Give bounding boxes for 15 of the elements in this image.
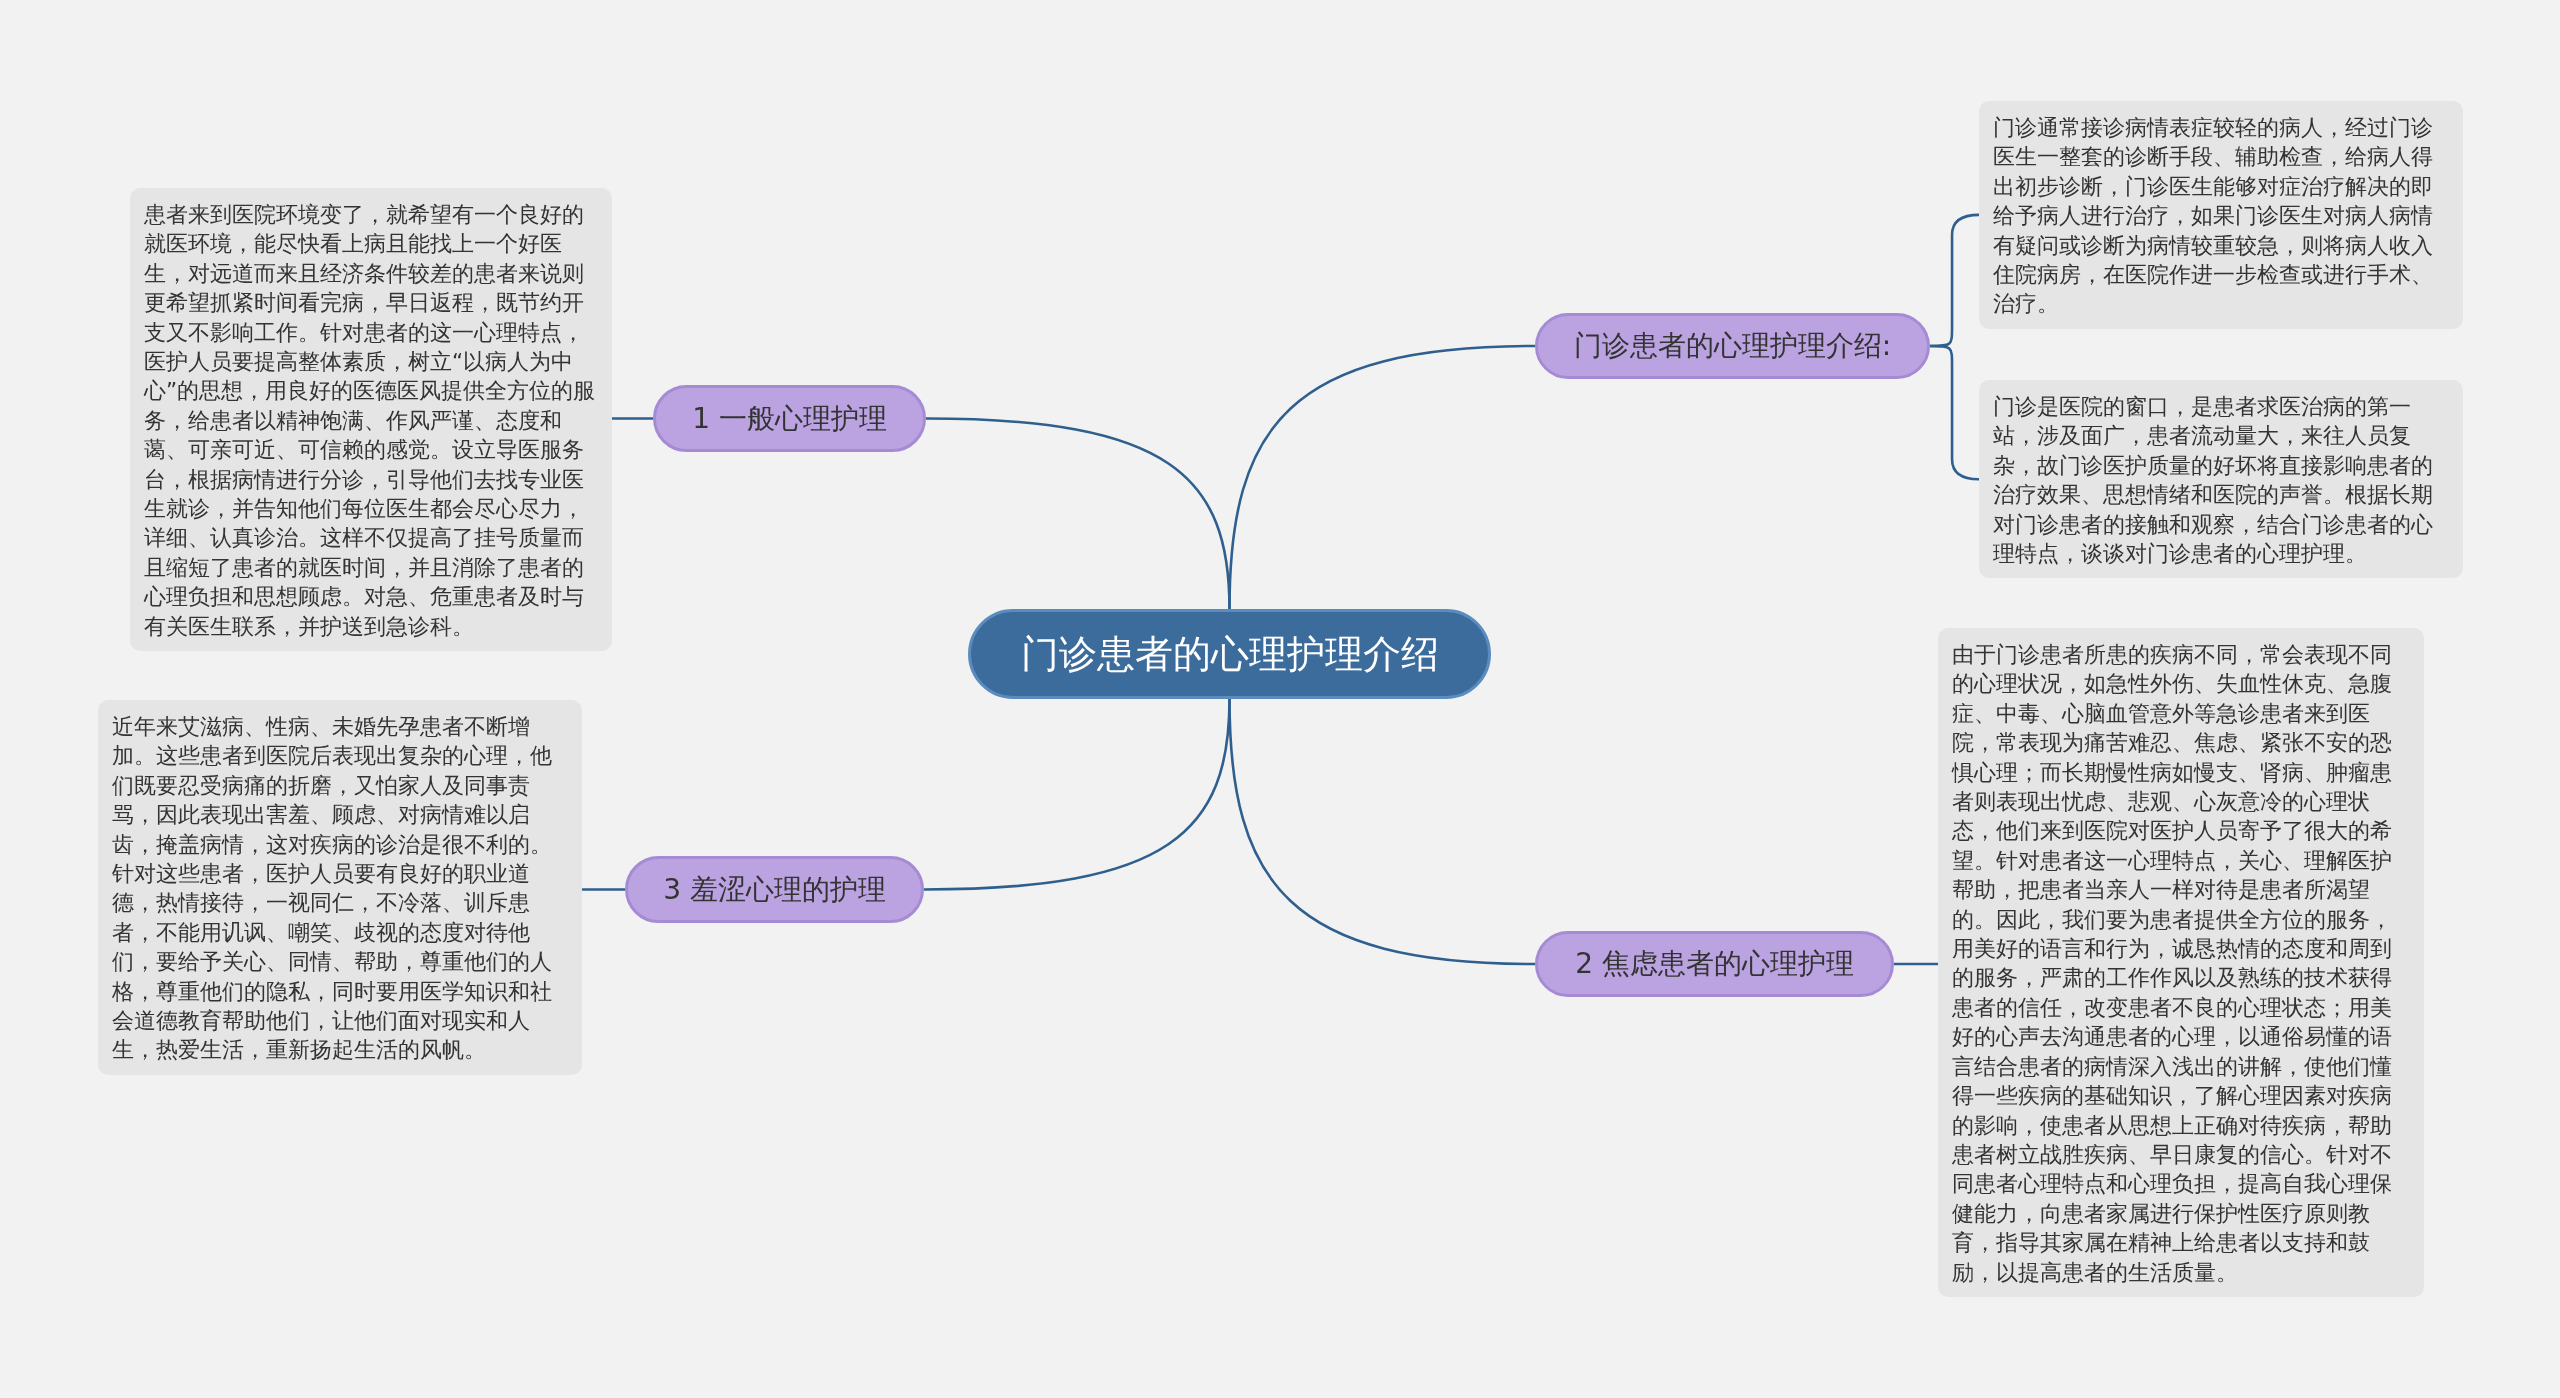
text-card: 门诊通常接诊病情表症较轻的病人，经过门诊医生一整套的诊断手段、辅助检查，给病人得出初步诊断，门诊医生能够对症治疗解决的即给予病人进行治疗，如果门诊医生对病人病情有疑问或诊断为病情较重较急，则将病人收入住院病房，在医院作进一步检查或进行手术、治疗。	[1979, 101, 2463, 329]
text-card: 由于门诊患者所患的疾病不同，常会表现不同的心理状况，如急性外伤、失血性休克、急腹症、中毒、心脑血管意外等急诊患者来到医院，常表现为痛苦难忍、焦虑、紧张不安的恐惧心理；而长期慢性病如慢支、肾病、肿瘤患者则表现出忧虑、悲观、心灰意冷的心理状态，他们来到医院对医护人员寄予了很大的希望。针对患者这一心理特点，关心、理解医护帮助，把患者当亲人一样对待是患者所渴望的。因此，我们要为患者提供全方位的服务，用美好的语言和行为，诚恳热情的态度和周到的服务，严肃的工作作风以及熟练的技术获得患者的信任，改变患者不良的心理状态；用美好的心声去沟通患者的心理，以通俗易懂的语言结合患者的病情深入浅出的讲解，使他们懂得一些疾病的基础知识，了解心理因素对疾病的影响，使患者从思想上正确对待疾病，帮助患者树立战胜疾病、早日康复的信心。针对不同患者心理特点和心理负担，提高自我心理保健能力，向患者家属进行保护性医疗原则教育，指导其家属在精神上给患者以支持和鼓励，以提高患者的生活质量。	[1938, 628, 2424, 1297]
topic-bubble: 门诊患者的心理护理介绍:	[1535, 313, 1930, 379]
connector-line	[923, 698, 1231, 891]
topic-bubble: 2 焦虑患者的心理护理	[1535, 931, 1894, 997]
topic-bubble: 1 一般心理护理	[653, 385, 926, 452]
connector-line	[582, 888, 625, 891]
text-card: 近年来艾滋病、性病、未婚先孕患者不断增加。这些患者到医院后表现出复杂的心理，他们既要忍受病痛的折磨，又怕家人及同事责骂，因此表现出害羞、顾虑、对病情难以启齿，掩盖病情，这对疾病的诊治是很不利的。针对这些患者，医护人员要有良好的职业道德，热情接待，一视同仁，不冷落、训斥患者，不能用讥讽、嘲笑、歧视的态度对待他们，要给予关心、同情、帮助，尊重他们的人格，尊重他们的隐私，同时要用医学知识和社会道德教育帮助他们，让他们面对现实和人生，热爱生活，重新扬起生活的风帆。	[98, 700, 582, 1075]
connector-line	[612, 417, 653, 420]
connector-line	[1894, 962, 1938, 966]
text-card: 患者来到医院环境变了，就希望有一个良好的就医环境，能尽快看上病且能找上一个好医生，对远道而来且经济条件较差的患者来说则更希望抓紧时间看完病，早日返程，既节约开支又不影响工作。针对患者的这一心理特点，医护人员要提高整体素质，树立“以病人为中心”的思想，用良好的医德医风提供全方位的服务，给患者以精神饱满、作风严谨、态度和蔼、可亲可近、可信赖的感觉。设立导医服务台，根据病情进行分诊，引导他们去找专业医生就诊，并告知他们每位医生都会尽心尽力，详细、认真诊治。这样不仅提高了挂号质量而且缩短了患者的就医时间，并且消除了患者的心理负担和思想顾虑。对急、危重患者及时与有关医生联系，并护送到急诊科。	[130, 188, 612, 652]
text-card: 门诊是医院的窗口，是患者求医治病的第一站，涉及面广，患者流动量大，来往人员复杂，故门诊医护质量的好坏将直接影响患者的治疗效果、思想情绪和医院的声誉。根据长期对门诊患者的接触和观察，结合门诊患者的心理特点，谈谈对门诊患者的心理护理。	[1979, 380, 2463, 579]
connector-line	[925, 417, 1231, 610]
topic-bubble: 3 羞涩心理的护理	[625, 856, 924, 923]
central-topic: 门诊患者的心理护理介绍	[968, 609, 1491, 699]
